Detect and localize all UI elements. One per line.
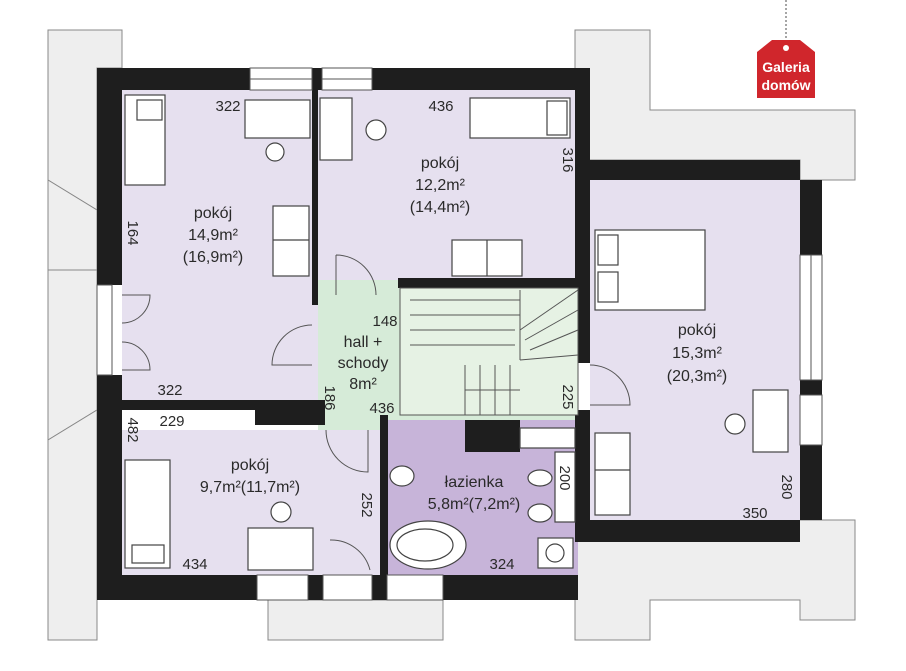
brand-line-1: Galeria [762, 59, 810, 75]
dimension-label: 229 [159, 413, 184, 430]
windows [96, 67, 823, 601]
dimension-label: 322 [157, 382, 182, 399]
room-labels: pokój 14,9m² (16,9m²) pokój 12,2m² (14,4… [183, 155, 727, 513]
staircase [399, 287, 579, 416]
dimension-label: 164 [124, 220, 141, 245]
room-area: 15,3m² [672, 345, 722, 362]
room-name: hall + [344, 334, 383, 351]
dimension-label: 436 [369, 400, 394, 417]
dimension-label: 436 [428, 98, 453, 115]
brand-line-2: domów [762, 77, 811, 93]
walls [97, 68, 822, 600]
dimension-label: 186 [321, 385, 338, 410]
room-name: pokój [231, 457, 269, 474]
dimension-label: 225 [559, 384, 576, 409]
room-name: pokój [194, 205, 232, 222]
dimension-label: 148 [372, 313, 397, 330]
room-area-alt: 8m² [349, 376, 377, 393]
room-name: pokój [678, 322, 716, 339]
dimension-labels: 322 436 316 164 148 322 186 436 225 229 … [124, 98, 795, 573]
dimension-label: 316 [559, 147, 576, 172]
room-area-alt: (16,9m²) [183, 249, 243, 266]
room-area-alt: (20,3m²) [667, 368, 727, 385]
room-area: 5,8m²(7,2m²) [428, 496, 520, 513]
room-area: schody [338, 355, 389, 372]
room-floors [122, 90, 800, 575]
brand-tag-shape [757, 40, 815, 98]
room-name: pokój [421, 155, 459, 172]
dimension-label: 482 [124, 417, 141, 442]
room-area: 12,2m² [415, 177, 465, 194]
furniture [124, 94, 789, 571]
room-area: 14,9m² [188, 227, 238, 244]
brand-tag: Galeria domów [757, 0, 815, 98]
dimension-label: 350 [742, 505, 767, 522]
dimension-label: 324 [489, 556, 514, 573]
roof-outline [47, 29, 856, 641]
dimension-label: 280 [778, 474, 795, 499]
dimension-label: 322 [215, 98, 240, 115]
dimension-label: 200 [556, 465, 573, 490]
dimension-label: 434 [182, 556, 207, 573]
room-area-alt: (14,4m²) [410, 199, 470, 216]
room-name: łazienka [445, 474, 504, 491]
dimension-label: 252 [358, 492, 375, 517]
room-area: 9,7m²(11,7m²) [200, 479, 300, 496]
